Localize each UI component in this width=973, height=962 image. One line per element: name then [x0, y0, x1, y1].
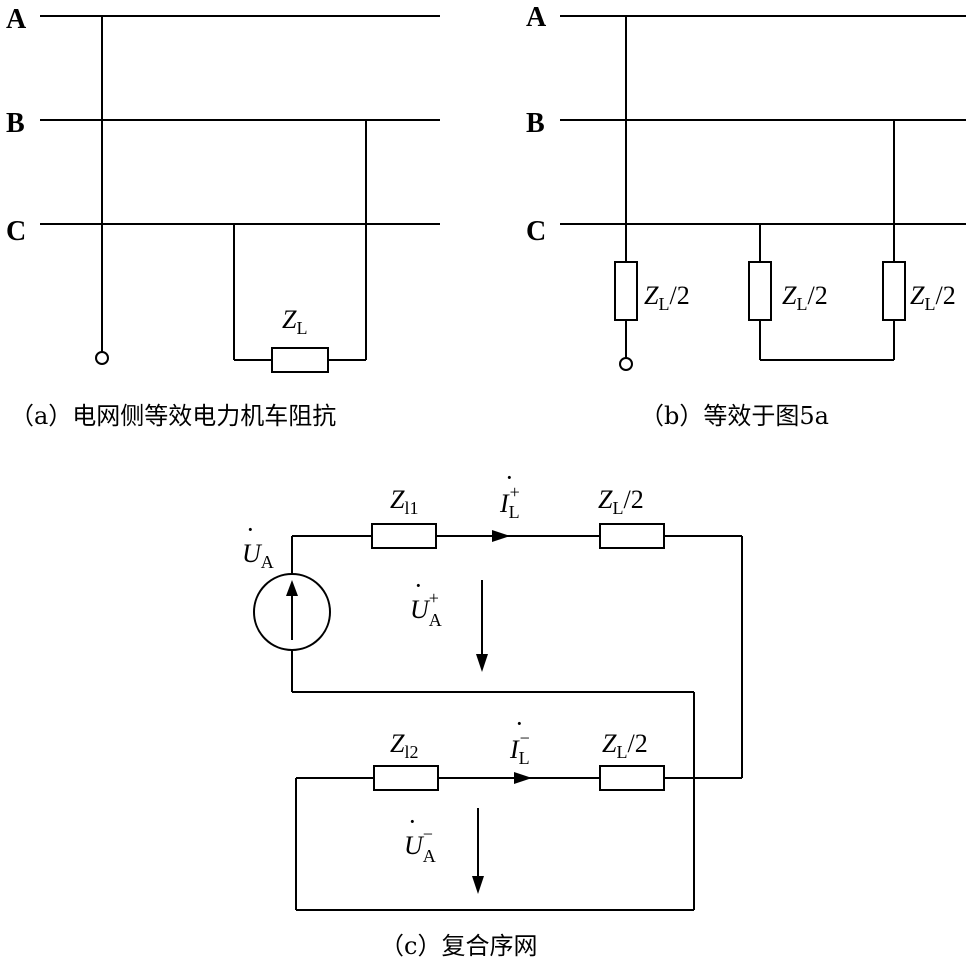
voltage-neg-label: UA−: [404, 824, 436, 866]
bus-c-label: C: [6, 216, 26, 247]
current-arrow-neg-icon: [514, 772, 532, 784]
current-pos-label: IL+: [499, 482, 520, 522]
source-voltage-label: UA: [242, 539, 274, 572]
current-pos-dot: ·: [505, 463, 514, 492]
impedance-l1-label: Zl1: [390, 485, 418, 518]
caption-b: （b）等效于图5a: [640, 402, 829, 430]
diagram-c: UA · Zl1 ZL/2 IL+ · UA+ · Zl2 ZL/2 IL− ·…: [242, 463, 743, 911]
load-impedance: [271, 347, 329, 373]
half-impedance-3: [882, 261, 906, 321]
source-arrow-icon: [286, 580, 298, 596]
voltage-pos-label: UA+: [410, 588, 442, 630]
half-impedance-1-label: ZL/2: [644, 281, 690, 314]
bus-a-label-b: A: [526, 2, 547, 33]
bus-a-label: A: [6, 4, 27, 35]
voltage-pos-arrow-icon: [476, 654, 488, 672]
impedance-half-neg-label: ZL/2: [602, 729, 648, 762]
voltage-neg-arrow-icon: [472, 876, 484, 894]
impedance-l2: [373, 765, 439, 791]
caption-a: （a）电网侧等效电力机车阻抗: [10, 402, 336, 430]
diagram-a: A B C ZL: [6, 4, 440, 373]
half-impedance-2-label: ZL/2: [782, 281, 828, 314]
terminal-b: [619, 357, 633, 371]
caption-c: （c）复合序网: [380, 932, 537, 960]
diagram-b: A B C ZL/2 ZL/2 ZL/2: [526, 2, 966, 371]
impedance-half-neg: [599, 765, 665, 791]
voltage-neg-dot: ·: [408, 807, 417, 836]
impedance-l1: [371, 523, 437, 549]
half-impedance-1: [614, 261, 638, 321]
bus-b-label: B: [6, 108, 25, 139]
load-impedance-label: ZL: [282, 305, 307, 338]
impedance-half-pos: [599, 523, 665, 549]
current-neg-label: IL−: [509, 728, 530, 768]
bus-b-label-b: B: [526, 108, 545, 139]
source-voltage-dot: ·: [246, 515, 255, 544]
impedance-half-pos-label: ZL/2: [598, 485, 644, 518]
current-arrow-pos-icon: [492, 530, 510, 542]
terminal: [95, 351, 109, 365]
half-impedance-2: [748, 261, 772, 321]
voltage-pos-dot: ·: [414, 571, 423, 600]
current-neg-dot: ·: [515, 709, 524, 738]
bus-c-label-b: C: [526, 216, 546, 247]
impedance-l2-label: Zl2: [390, 729, 418, 762]
half-impedance-3-label: ZL/2: [910, 281, 956, 314]
